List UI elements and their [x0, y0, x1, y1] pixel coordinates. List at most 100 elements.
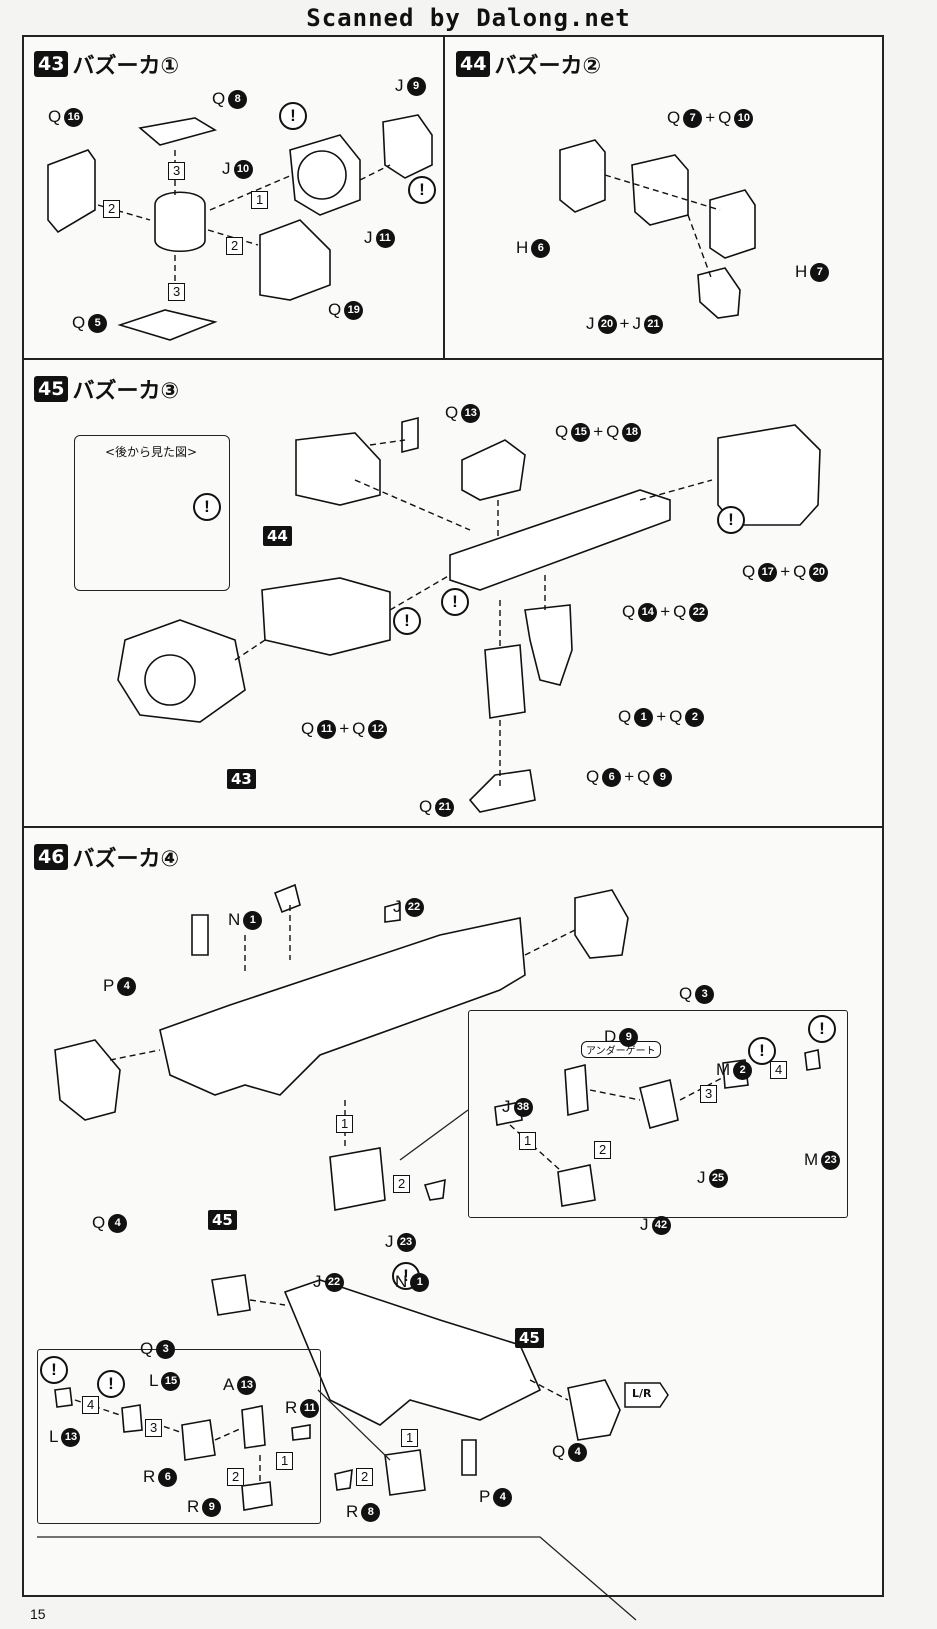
sequence-box: 2 [103, 200, 121, 218]
part-r6 [181, 1419, 216, 1461]
sequence-box: 2 [594, 1141, 612, 1159]
step-number: 44 [456, 51, 491, 77]
sequence-box: 2 [226, 237, 244, 255]
sequence-box: 1 [251, 191, 269, 209]
step-46-header: 46 バズーカ④ [34, 841, 179, 873]
lr-marker [624, 1382, 669, 1408]
part-44-assembly [295, 432, 381, 506]
sequence-box: 1 [276, 1452, 294, 1470]
caution-icon: ! [717, 506, 745, 534]
caution-icon: ! [408, 176, 436, 204]
sequence-box: 4 [770, 1061, 788, 1079]
page-number: 15 [30, 1606, 46, 1622]
part-q1q2 [524, 604, 573, 686]
rear-view-label: <後から見た図> [105, 445, 198, 459]
part-j23 [423, 1178, 446, 1201]
step-number: 43 [34, 51, 69, 77]
step-43-header: 43 バズーカ① [34, 48, 179, 80]
part-j10-ring [154, 191, 206, 252]
caution-icon: ! [393, 607, 421, 635]
step-title: バズーカ④ [72, 847, 180, 872]
part-q3-bottom [211, 1274, 251, 1316]
step-ref-44: 44 [263, 526, 292, 546]
step-44-header: 44 バズーカ② [456, 48, 601, 80]
part-bazooka-body-lower [283, 1279, 542, 1426]
part-p4-top [191, 914, 209, 956]
caution-icon: ! [748, 1037, 776, 1065]
caution-icon: ! [441, 588, 469, 616]
part-a13 [241, 1405, 266, 1449]
sequence-box: 1 [519, 1132, 537, 1150]
caution-icon: ! [193, 493, 221, 521]
part-n1 [273, 883, 301, 914]
step-ref-45: 45 [208, 1210, 237, 1230]
part-q5 [117, 309, 218, 341]
scan-watermark: Scanned by Dalong.net [306, 4, 631, 32]
part-j22 [384, 901, 401, 923]
part-q7q10-block [631, 154, 689, 226]
part-q6q9 [484, 644, 526, 719]
sequence-box: 3 [168, 283, 186, 301]
step-number: 45 [34, 376, 69, 402]
lr-marker-text: L/R [632, 1387, 652, 1400]
part-q3 [574, 889, 629, 959]
sequence-box: 2 [227, 1468, 245, 1486]
part-q16 [47, 149, 96, 234]
sequence-box: 1 [336, 1115, 354, 1133]
part-q13 [401, 416, 419, 454]
step-ref-45: 45 [515, 1328, 544, 1348]
step-title: バズーカ③ [72, 379, 180, 404]
part-j42 [557, 1164, 596, 1207]
part-j9-ring [382, 114, 433, 179]
part-d9 [564, 1063, 589, 1117]
step-title: バズーカ① [72, 54, 180, 79]
part-r9 [241, 1481, 273, 1511]
part-j20j21 [697, 267, 741, 319]
part-barrel [449, 489, 671, 591]
part-q19 [259, 219, 331, 301]
part-m23 [804, 1049, 821, 1071]
left-hand-subassembly-inset [37, 1349, 321, 1524]
caution-icon: ! [808, 1015, 836, 1043]
step-number: 46 [34, 844, 69, 870]
part-q11q12 [261, 577, 391, 656]
step-ref-43: 43 [227, 769, 256, 789]
sequence-box: 3 [168, 162, 186, 180]
part-h7 [709, 189, 756, 259]
part-q8 [138, 117, 218, 146]
part-q4-bottom [567, 1379, 621, 1441]
part-r11 [291, 1424, 311, 1441]
step-title: バズーカ② [494, 54, 602, 79]
